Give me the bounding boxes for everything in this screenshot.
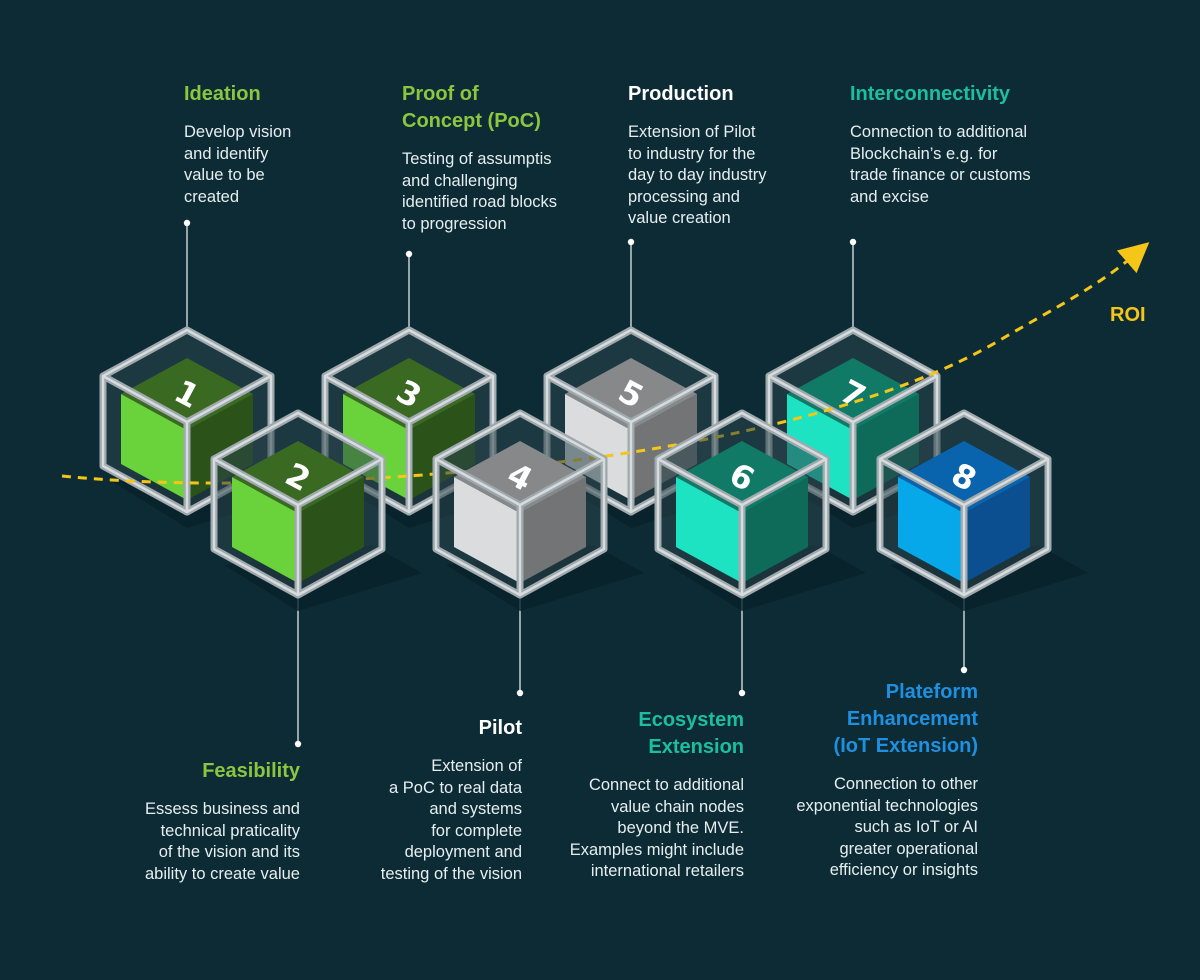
stage-title: Interconnectivity	[850, 83, 1011, 105]
stage-description: Essess business and technical praticalit…	[144, 800, 300, 883]
stage-description: Testing of assumptis and challenging ide…	[402, 150, 558, 233]
connector-line	[405, 250, 413, 334]
stage-title: Ecosystem Extension	[638, 709, 744, 758]
stage-ideation: Ideation Develop vision and identify val…	[184, 81, 384, 208]
stage-cube-6: 6	[654, 409, 866, 611]
stage-title: Feasibility	[202, 760, 300, 782]
stage-description: Extension of Pilot to industry for the d…	[628, 123, 767, 228]
stage-production: Production Extension of Pilot to industr…	[628, 81, 828, 230]
stage-pilot: Pilot Extension of a PoC to real data an…	[322, 715, 522, 886]
stage-cube-2: 2	[210, 409, 422, 611]
stage-title: Proof of Concept (PoC)	[402, 83, 541, 132]
connector-line	[294, 593, 302, 748]
stage-title: Plateform Enhancement (IoT Extension)	[833, 681, 978, 757]
connector-line	[627, 238, 635, 334]
stage-title: Pilot	[478, 717, 522, 739]
roi-label: ROI	[1110, 304, 1146, 326]
stage-cube-4: 4	[432, 409, 644, 611]
stage-ecosystem-extension: Ecosystem Extension Connect to additiona…	[534, 707, 744, 883]
stage-description: Connection to other exponential technolo…	[796, 775, 978, 880]
stage-title: Ideation	[184, 83, 261, 105]
stage-proof-of-concept: Proof of Concept (PoC) Testing of assump…	[402, 81, 602, 235]
stage-feasibility: Feasibility Essess business and technica…	[100, 758, 300, 885]
stage-title: Production	[628, 83, 734, 105]
stage-description: Connection to additional Blockchain’s e.…	[850, 123, 1031, 206]
stage-description: Connect to additional value chain nodes …	[569, 776, 744, 881]
stage-interconnectivity: Interconnectivity Connection to addition…	[850, 81, 1080, 208]
connector-line	[849, 238, 857, 334]
stage-description: Extension of a PoC to real data and syst…	[380, 757, 522, 883]
stage-plateform-enhancement: Plateform Enhancement (IoT Extension) Co…	[758, 679, 978, 882]
stage-cube-8: 8	[876, 409, 1088, 611]
stage-description: Develop vision and identify value to be …	[184, 123, 292, 206]
connector-line	[183, 219, 191, 334]
